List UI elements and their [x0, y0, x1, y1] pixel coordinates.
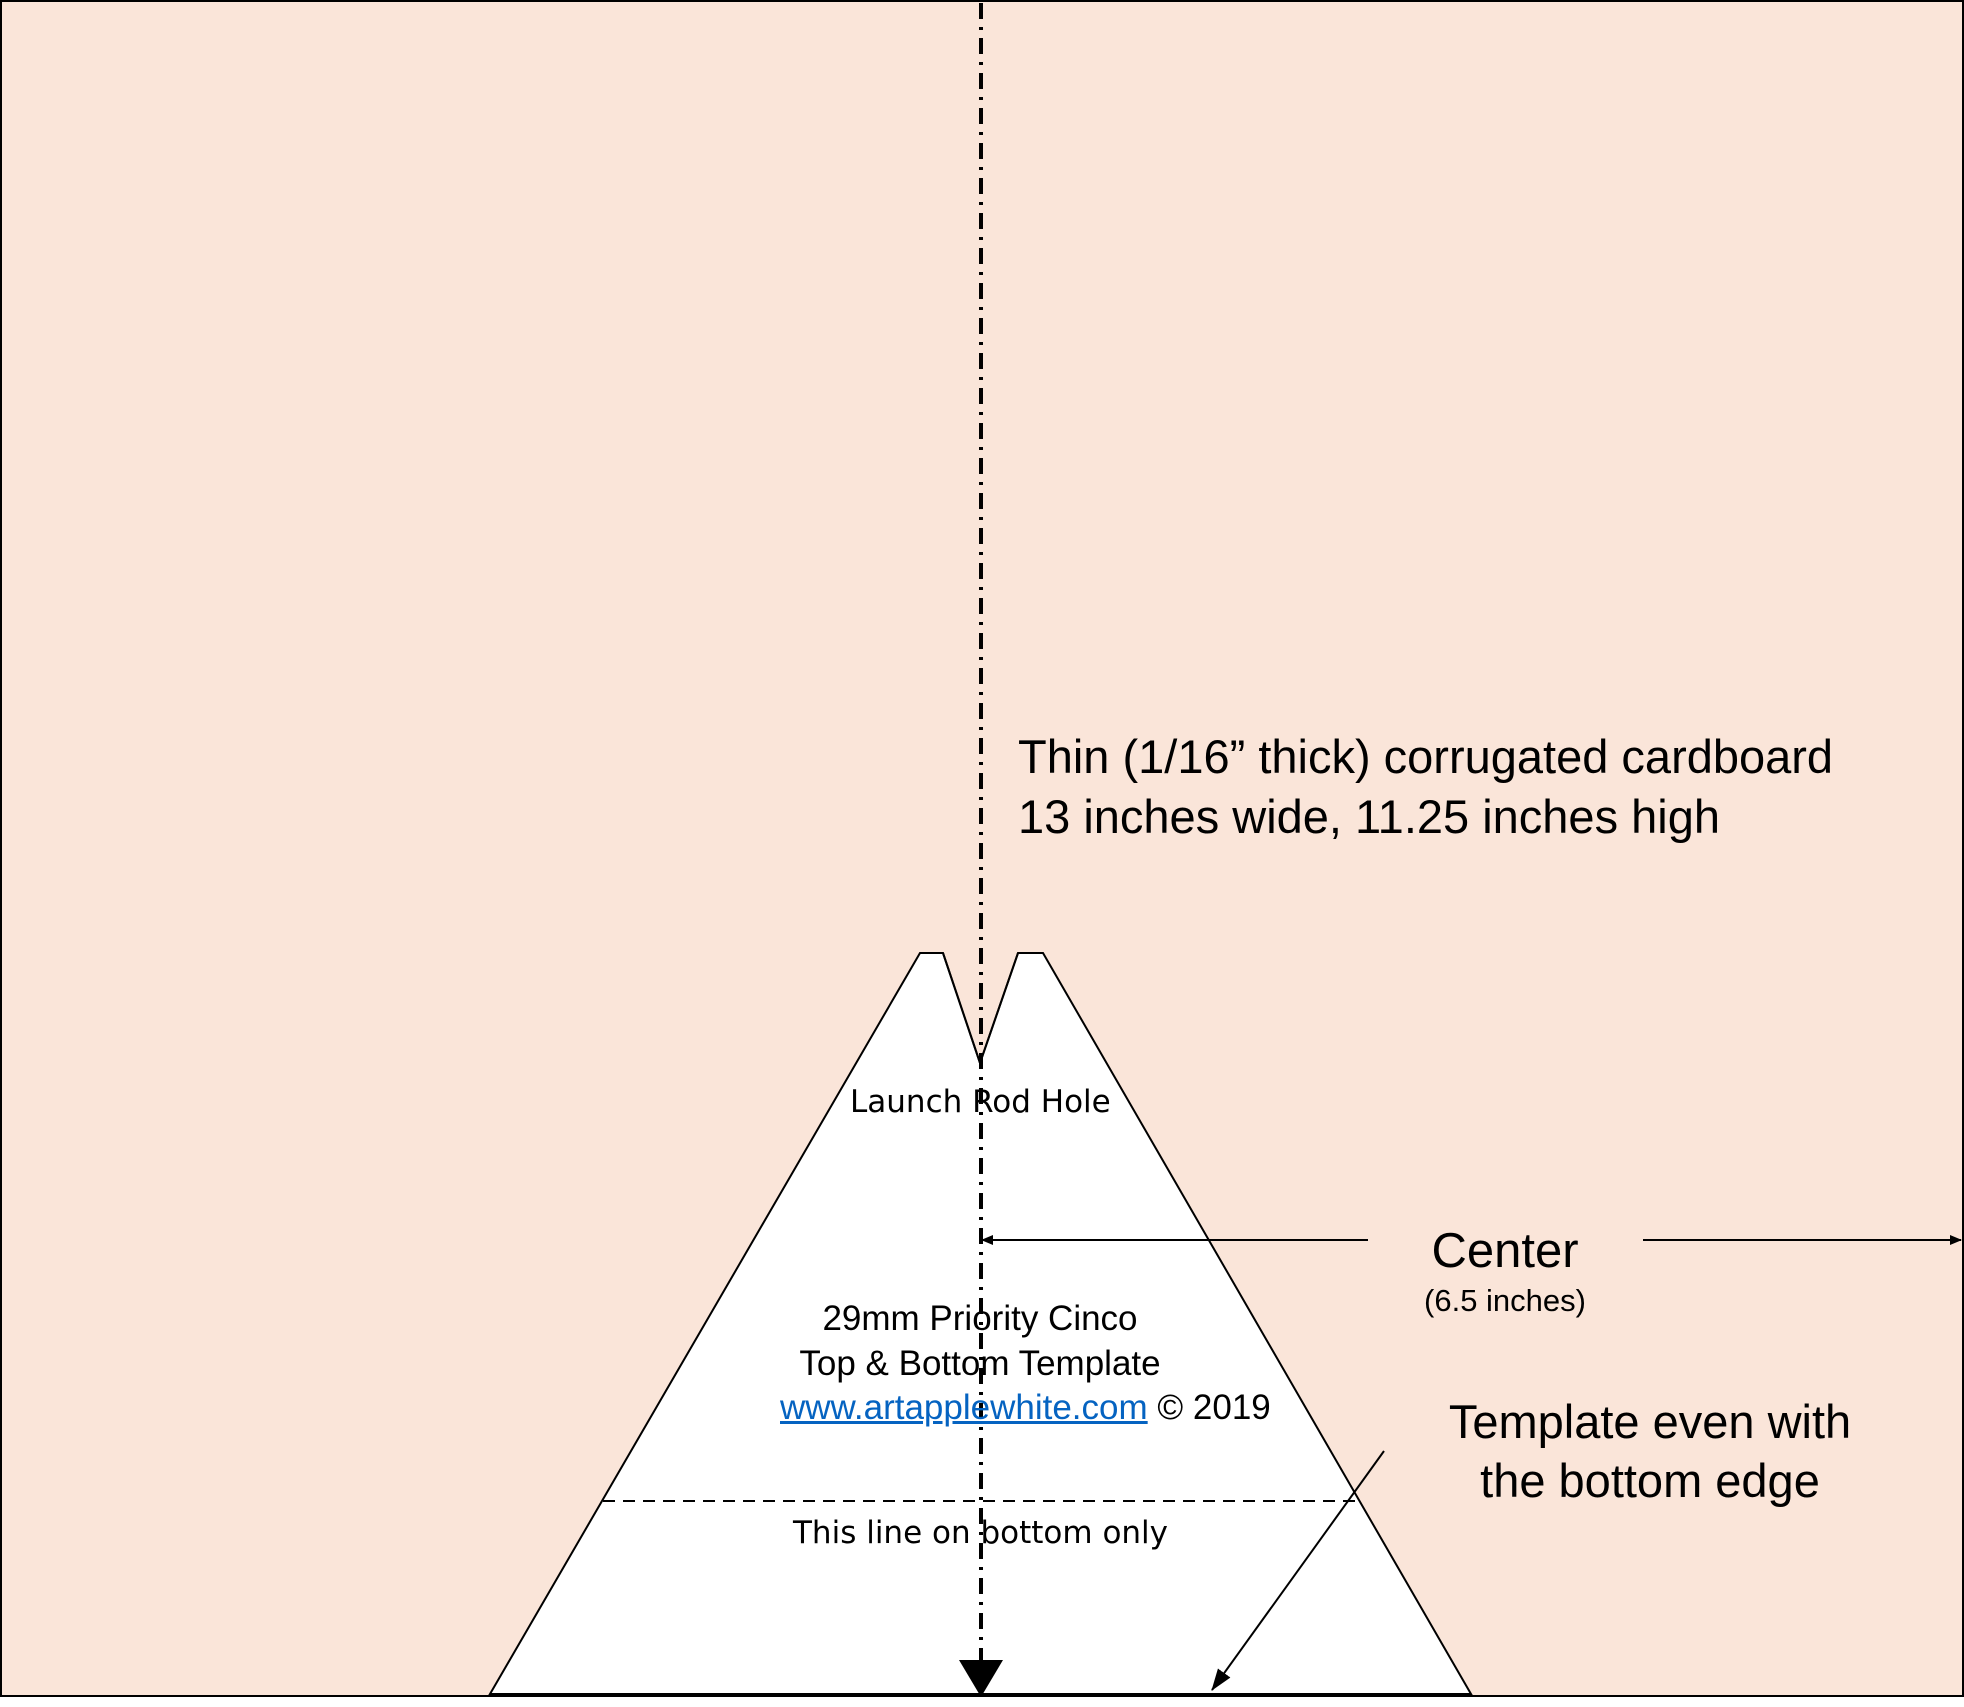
cardboard-title-line2: 13 inches wide, 11.25 inches high [1018, 790, 1720, 843]
note-pointer-arrow [1211, 1450, 1385, 1691]
note-line1: Template even with [1448, 1395, 1852, 1448]
template-name-line1: 29mm Priority Cinco [822, 1299, 1138, 1338]
website-link[interactable]: www.artapplewhite.com [780, 1388, 1148, 1427]
center-label: Center [1431, 1224, 1579, 1278]
launch-rod-notch-right [979, 952, 1019, 1064]
template-credit-line: www.artapplewhite.com © 2019 [780, 1388, 1271, 1428]
copyright-text: © 2019 [1147, 1388, 1271, 1427]
note-line2: the bottom edge [1480, 1454, 1820, 1507]
center-line-arrowhead [959, 1660, 1003, 1697]
launch-rod-hole-label: Launch Rod Hole [850, 1084, 1111, 1120]
template-name-line2: Top & Bottom Template [799, 1344, 1161, 1383]
center-sublabel: (6.5 inches) [1424, 1283, 1586, 1318]
launch-rod-notch-left [942, 952, 981, 1064]
cardboard-title-line1: Thin (1/16” thick) corrugated cardboard [1018, 730, 1834, 783]
bottom-line-label: This line on bottom only [793, 1515, 1169, 1551]
